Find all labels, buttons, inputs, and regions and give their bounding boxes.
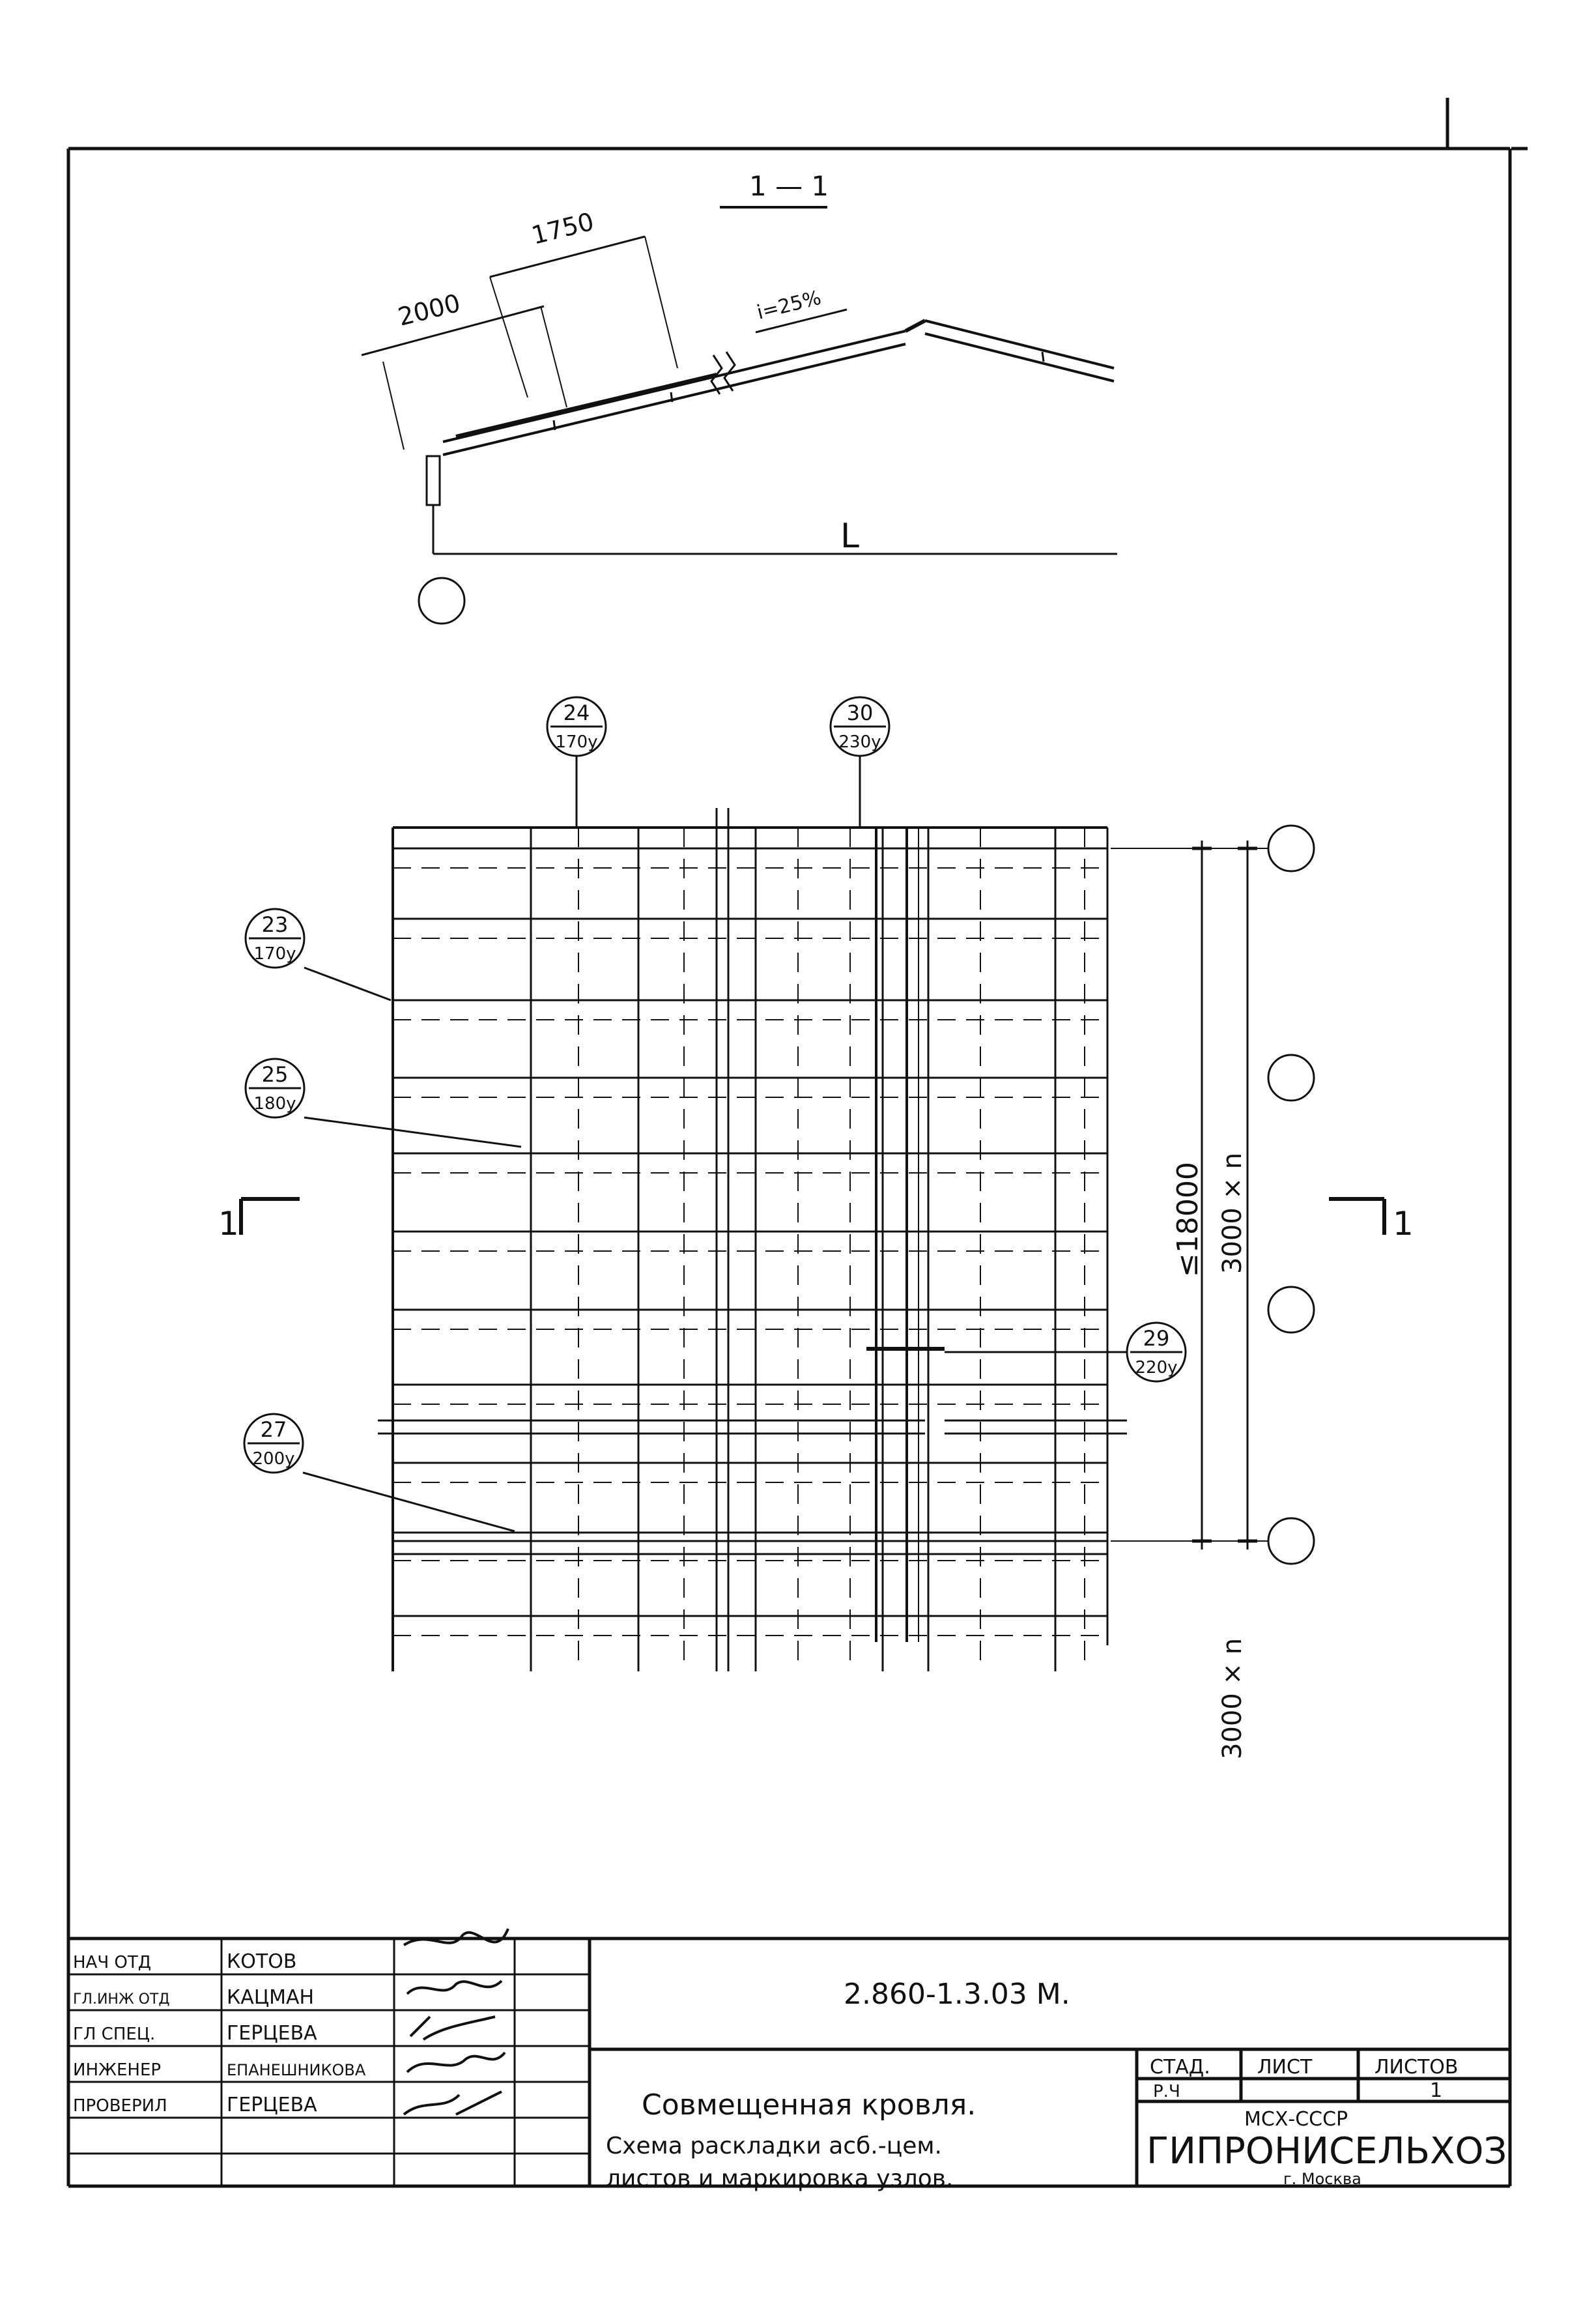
callout-30: 30 230у: [829, 696, 891, 828]
callout-leader: [302, 1471, 515, 1533]
callout-leader: [304, 966, 392, 1002]
stage-value: Р.Ч: [1153, 2082, 1180, 2101]
callout-circle: [244, 1058, 306, 1119]
cut-label-right: 1: [1393, 1205, 1414, 1243]
signature-table: НАЧ ОТД КОТОВ ГЛ.ИНЖ ОТД КАЦМАН ГЛ СПЕЦ.…: [73, 1950, 366, 2116]
span-label: L: [840, 517, 859, 556]
callout-25: 25 180у: [244, 1058, 522, 1148]
role-checked: ПРОВЕРИЛ: [73, 2096, 167, 2116]
callout-29: 29 220у: [945, 1321, 1187, 1383]
sheets-value: 1: [1430, 2079, 1442, 2102]
document-code: 2.860-1.3.03 М.: [844, 1978, 1070, 2011]
sheets-label: ЛИСТОВ: [1375, 2056, 1458, 2079]
callout-24: 24 170у: [546, 696, 607, 828]
org-name: ГИПРОНИСЕЛЬХОЗ: [1147, 2130, 1507, 2172]
drawing-subtitle-2: листов и маркировка узлов.: [606, 2165, 953, 2192]
callout-sheet-ref: 220у: [1135, 1358, 1177, 1377]
sheet-label: ЛИСТ: [1257, 2056, 1313, 2079]
callout-23: 23 170у: [244, 908, 392, 1002]
name-gertseva-checker: ГЕРЦЕВА: [227, 2094, 317, 2116]
callout-sheet-ref: 170у: [253, 944, 296, 964]
role-chief-engineer: ГЛ.ИНЖ ОТД: [73, 1991, 170, 2008]
dim-total: ≤18000: [1171, 1162, 1204, 1277]
drawing-frame: [66, 98, 1528, 2186]
axis-bubbles: [1111, 824, 1315, 1565]
role-head: НАЧ ОТД: [73, 1953, 151, 1972]
callout-node-number: 24: [563, 700, 590, 725]
callout-node-number: 29: [1143, 1326, 1170, 1351]
title-block: [68, 1937, 1510, 2188]
callout-circle: [244, 908, 306, 969]
callout-node-number: 30: [847, 700, 874, 725]
role-engineer: ИНЖЕНЕР: [73, 2060, 161, 2080]
section-1-1: [361, 206, 1117, 625]
plan-grid: [378, 808, 1127, 1671]
callout-node-number: 25: [262, 1062, 289, 1087]
name-gertseva: ГЕРЦЕВА: [227, 2022, 317, 2045]
callout-leader: [304, 1116, 522, 1148]
cut-label-left: 1: [218, 1205, 239, 1243]
callout-node-number: 23: [262, 912, 289, 937]
name-epaneshnikova: ЕПАНЕШНИКОВА: [227, 2061, 366, 2079]
drawing-subtitle-1: Схема раскладки асб.-цем.: [606, 2133, 942, 2159]
org-ministry: МСХ-СССР: [1244, 2108, 1348, 2131]
callout-sheet-ref: 180у: [253, 1094, 296, 1114]
dim-2000: 2000: [395, 289, 463, 332]
callout-sheet-ref: 200у: [252, 1449, 294, 1469]
stage-label: СТАД.: [1150, 2056, 1210, 2079]
callout-circle: [243, 1413, 304, 1474]
dim-module-lower: 3000 × n: [1218, 1638, 1247, 1759]
org-city: г. Москва: [1283, 2170, 1361, 2188]
drawing-title: Совмещенная кровля.: [642, 2088, 976, 2122]
callout-node-number: 27: [261, 1417, 287, 1442]
dim-1750: 1750: [529, 207, 597, 250]
name-katsman: КАЦМАН: [227, 1986, 314, 2009]
section-cut-markers: [239, 1197, 1386, 1235]
dim-module: 3000 × n: [1218, 1153, 1247, 1274]
callout-sheet-ref: 170у: [555, 732, 597, 752]
callout-bubbles: 23 170у 24 170у 25 180у 27 200у 29 220у 30 230у: [243, 696, 1187, 1533]
role-chief-specialist: ГЛ СПЕЦ.: [73, 2025, 155, 2044]
callout-27: 27 200у: [243, 1413, 515, 1533]
name-kotov: КОТОВ: [227, 1950, 296, 1973]
section-label: 1 — 1: [749, 170, 829, 202]
signatures: [403, 1928, 509, 2116]
callout-sheet-ref: 230у: [838, 732, 881, 752]
